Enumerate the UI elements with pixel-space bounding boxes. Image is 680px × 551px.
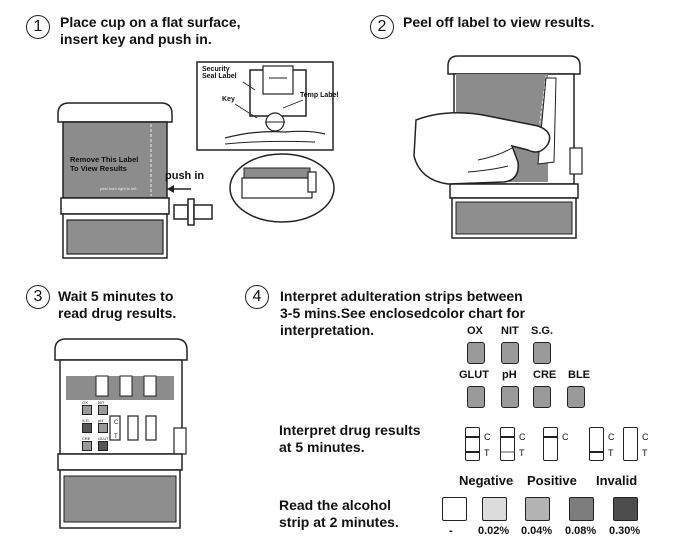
cup-1-peel-hint: peel from right to left bbox=[100, 186, 137, 191]
alcohol-swatch bbox=[569, 497, 594, 521]
step-2-number: 2 bbox=[370, 15, 394, 39]
key-icon bbox=[173, 198, 213, 226]
alcohol-level-label: 0.02% bbox=[478, 525, 510, 537]
cup-3-pad: S.G. bbox=[82, 418, 94, 433]
pad-label-ph: pH bbox=[502, 369, 517, 381]
negative-label: Negative bbox=[459, 473, 514, 488]
key-caption: Key bbox=[222, 96, 235, 103]
cup-2-peel-illustration bbox=[413, 55, 583, 239]
alcohol-instruction: Read the alcohol strip at 2 minutes. bbox=[279, 497, 399, 530]
invalid-label: Invalid bbox=[596, 473, 638, 488]
pad-label-ble: BLE bbox=[568, 369, 590, 381]
pad-ox bbox=[467, 342, 485, 364]
step-4-number: 4 bbox=[245, 285, 269, 309]
cup-3-illustration bbox=[54, 338, 188, 529]
alcohol-color-chart: - 0.02% 0.04% 0.08% 0.30% bbox=[436, 497, 680, 547]
negative-strip-2-t-line bbox=[501, 451, 514, 453]
cup-1-label-text: Remove This Label To View Results bbox=[70, 155, 139, 173]
pad-label-cre: CRE bbox=[533, 369, 557, 381]
step-3-text: Wait 5 minutes to read drug results. bbox=[58, 288, 177, 321]
cup-3-pad: GLUT bbox=[98, 436, 110, 451]
cup-3-adulteration-pads: OX NIT S.G. pH CRE GLUT bbox=[82, 400, 110, 451]
positive-strip bbox=[543, 427, 558, 461]
step-4-text: Interpret adulteration strips between 3-… bbox=[280, 288, 526, 338]
cup-3-pad: OX bbox=[82, 400, 94, 415]
invalid-strip-1-t-mark: T bbox=[608, 448, 614, 458]
security-seal-caption: Security Seal Label bbox=[202, 66, 237, 80]
push-in-label: push in bbox=[165, 170, 205, 182]
invalid-strip-1-c-mark: C bbox=[608, 432, 615, 442]
cup-3-pad: pH bbox=[98, 418, 110, 433]
alcohol-level-label: 0.30% bbox=[609, 525, 641, 537]
cup-3-pad: NIT bbox=[98, 400, 110, 415]
pad-label-nit: NIT bbox=[501, 325, 519, 337]
alcohol-swatch bbox=[525, 497, 550, 521]
cup-1-illustration bbox=[57, 102, 173, 259]
pad-ble bbox=[567, 386, 585, 408]
alcohol-swatch bbox=[613, 497, 638, 521]
invalid-strip-2-c-mark: C bbox=[642, 432, 649, 442]
negative-strip-1 bbox=[465, 427, 480, 461]
pad-glut bbox=[467, 386, 485, 408]
pad-nit bbox=[501, 342, 519, 364]
cup-3-c-mark: C bbox=[114, 420, 119, 426]
security-seal-closeup bbox=[196, 61, 334, 151]
negative-strip-2-t-mark: T bbox=[519, 448, 525, 458]
invalid-strip-1 bbox=[589, 427, 604, 461]
alcohol-level-label: - bbox=[449, 525, 453, 537]
temp-label-caption: Temp Label bbox=[300, 92, 339, 99]
step-2-text: Peel off label to view results. bbox=[403, 14, 595, 30]
positive-strip-c-line bbox=[544, 436, 557, 438]
cup-3-t-mark: T bbox=[114, 434, 118, 440]
negative-strip-1-t-mark: T bbox=[484, 448, 490, 458]
negative-strip-2-c-line bbox=[501, 436, 514, 438]
drug-results-instruction: Interpret drug results at 5 minutes. bbox=[279, 422, 421, 455]
alcohol-level-label: 0.08% bbox=[565, 525, 597, 537]
step-1-text: Place cup on a flat surface, insert key … bbox=[60, 14, 241, 47]
negative-strip-2-c-mark: C bbox=[519, 432, 526, 442]
negative-strip-2 bbox=[500, 427, 515, 461]
invalid-strip-2-t-mark: T bbox=[642, 448, 648, 458]
pad-cre bbox=[533, 386, 551, 408]
positive-strip-c-mark: C bbox=[562, 432, 569, 442]
pad-label-ox: OX bbox=[467, 325, 483, 337]
alcohol-swatch bbox=[482, 497, 507, 521]
pad-sg bbox=[533, 342, 551, 364]
pad-label-sg: S.G. bbox=[531, 325, 554, 337]
negative-strip-1-t-line bbox=[466, 451, 479, 453]
alcohol-level-label: 0.04% bbox=[521, 525, 553, 537]
invalid-strip-1-t-line bbox=[590, 451, 603, 453]
positive-label: Positive bbox=[527, 473, 577, 488]
push-arrow-icon bbox=[167, 185, 191, 193]
negative-strip-1-c-mark: C bbox=[484, 432, 491, 442]
pad-ph bbox=[501, 386, 519, 408]
cup-bottom-inset bbox=[229, 153, 335, 223]
alcohol-swatch bbox=[442, 497, 467, 521]
cup-3-pad: CRE bbox=[82, 436, 94, 451]
step-3-number: 3 bbox=[26, 285, 50, 309]
negative-strip-1-c-line bbox=[466, 436, 479, 438]
invalid-strip-2 bbox=[623, 427, 638, 461]
step-1-number: 1 bbox=[26, 15, 50, 39]
pad-label-glut: GLUT bbox=[459, 369, 489, 381]
